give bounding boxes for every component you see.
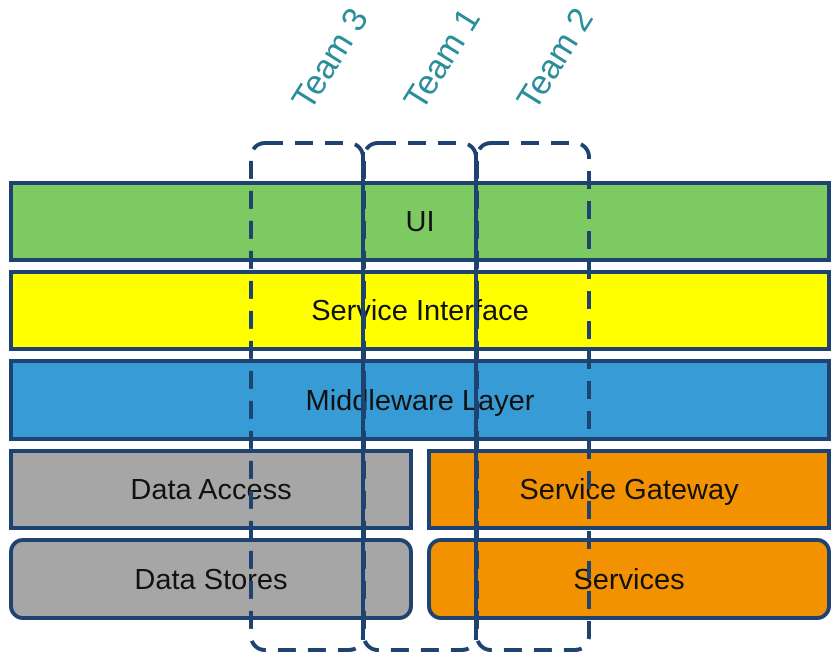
layer-ui-label: UI [405,206,435,238]
layer-data-stores-label: Data Stores [134,563,288,596]
layer-middleware: Middleware Layer [9,359,831,441]
layer-service-interface: Service Interface [9,270,831,351]
team-1-label: Team 1 [397,2,488,117]
layer-data-access: Data Access [9,449,413,530]
layer-service-gateway-label: Service Gateway [519,474,739,506]
layer-data-stores: Data Stores [9,538,413,620]
team-2-label: Team 2 [510,2,601,117]
layer-service-gateway: Service Gateway [427,449,831,530]
layer-services-label: Services [573,563,685,596]
layer-ui: UI [9,181,831,262]
layer-services: Services [427,538,831,620]
layer-service-interface-label: Service Interface [311,295,529,327]
layer-data-access-label: Data Access [130,474,292,506]
layer-middleware-label: Middleware Layer [305,384,535,417]
team-3-label: Team 3 [285,2,376,117]
